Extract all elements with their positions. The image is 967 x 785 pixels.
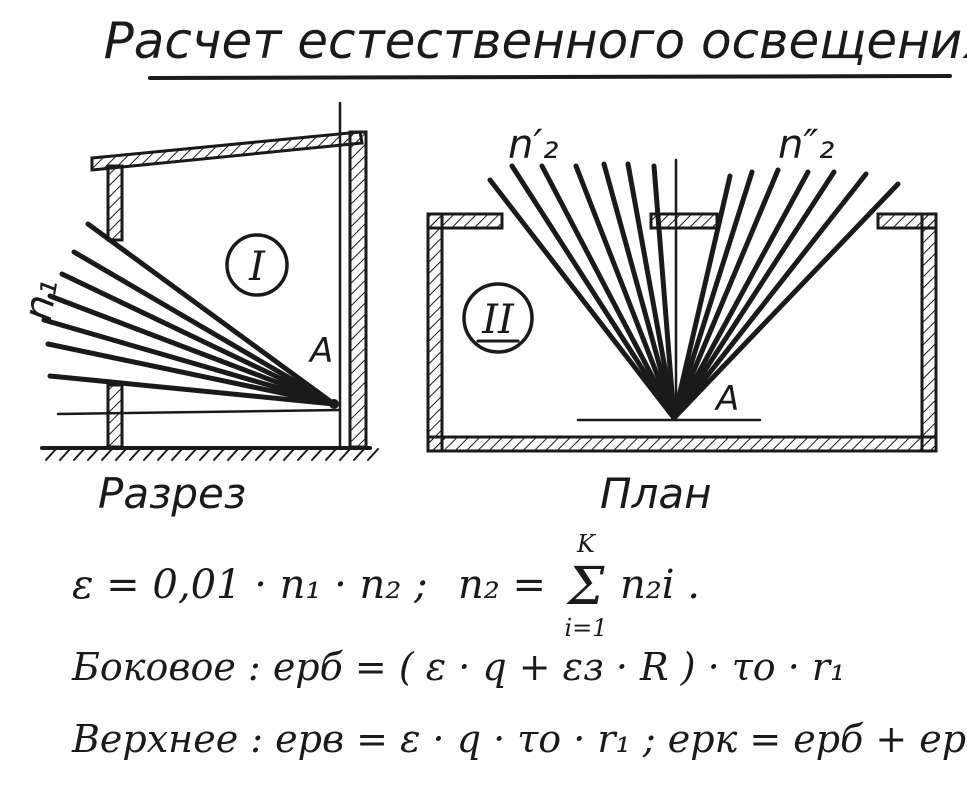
plan-room-circle: [462, 282, 534, 354]
right-wall: [348, 130, 368, 449]
section-room-number: I: [248, 244, 266, 290]
ground-hatch-tick: [185, 448, 197, 461]
formula-top-lighting: Верхнее : eрв = ε · q · τо · r₁ ; eрк = …: [71, 717, 967, 761]
left-wall-upper: [106, 164, 124, 242]
formula-illuminance-coefficient: ε = 0,01 · n₁ · n₂ ;: [72, 562, 428, 608]
plan-ray-right: [671, 181, 901, 421]
plan-drawing: II n′₂ n″₂ A: [426, 122, 938, 453]
plan-left-rays-label: n′₂: [508, 122, 558, 168]
plan-ray-right: [671, 173, 733, 421]
plan-ray-left: [625, 161, 677, 421]
section-ray: [47, 293, 337, 407]
ground-hatch-tick: [171, 448, 183, 461]
ground-hatch-tick: [311, 448, 323, 461]
ground-hatch-tick: [325, 448, 337, 461]
formula-sum-lower-limit: i=1: [564, 614, 607, 642]
plan-point-a-label: A: [714, 379, 739, 419]
plan-ray-right: [671, 167, 781, 421]
section-ray: [47, 373, 337, 407]
ground-hatch-tick: [297, 448, 309, 461]
plan-ray-left: [487, 177, 677, 421]
section-caption: Разрез: [98, 469, 246, 518]
left-wall-lower: [106, 383, 124, 449]
section-point-a-label: A: [308, 331, 333, 371]
formula-sum-sign: Σ: [566, 557, 605, 617]
section-ray: [71, 249, 337, 407]
plan-ray-right: [671, 169, 811, 421]
section-ray-fan: [41, 221, 337, 407]
plan-right-wall: [920, 212, 938, 453]
ground-hatch-tick: [45, 448, 57, 461]
ground-hatch-tick: [199, 448, 211, 461]
plan-ray-right: [671, 171, 869, 421]
section-ray: [41, 317, 337, 407]
ground-hatch-tick: [213, 448, 225, 461]
ground-hatch-tick: [115, 448, 127, 461]
section-drawing: I n₁ A: [15, 101, 379, 461]
ground-hatch-tick: [227, 448, 239, 461]
plan-bottom-wall: [426, 435, 938, 453]
plan-left-wall: [426, 212, 444, 453]
ground-hatch-tick: [353, 448, 365, 461]
formula-n2-lhs: n₂ =: [458, 562, 546, 608]
ground-hatch-tick: [143, 448, 155, 461]
plan-room-number: II: [481, 297, 515, 343]
ground-hatch-tick: [283, 448, 295, 461]
plan-ray-right: [671, 169, 755, 421]
section-ray: [45, 341, 337, 407]
section-point-a-dot: [329, 399, 339, 409]
plan-ray-left: [601, 161, 677, 421]
ground-hatch-tick: [87, 448, 99, 461]
ground-hatch-tick: [367, 448, 379, 461]
plan-ray-left: [573, 163, 677, 421]
plan-ray-left: [651, 163, 677, 421]
plan-top-wall-left: [426, 212, 504, 230]
ground-hatch-tick: [129, 448, 141, 461]
section-ray: [59, 271, 337, 407]
ground-hatch-tick: [73, 448, 85, 461]
plan-caption: План: [600, 469, 712, 518]
sheet-title: Расчет естественного освещения: [104, 12, 967, 70]
roof-slab: [90, 130, 364, 172]
ground-hatch-tick: [255, 448, 267, 461]
ground-hatching: [45, 448, 379, 461]
ground-hatch-tick: [339, 448, 351, 461]
formula-sum-term: n₂i .: [620, 562, 700, 608]
ground-hatch-tick: [269, 448, 281, 461]
working-plane-line: [56, 408, 342, 416]
section-ray: [85, 221, 337, 407]
plan-ray-fans: [487, 161, 901, 421]
section-ray-label: n₁: [15, 275, 67, 324]
plan-top-wall-middle: [649, 212, 719, 230]
ground-hatch-tick: [101, 448, 113, 461]
ground-hatch-tick: [59, 448, 71, 461]
formulas-block: ε = 0,01 · n₁ · n₂ ; n₂ = K Σ i=1 n₂i . …: [71, 530, 967, 761]
plan-ray-left: [509, 163, 677, 421]
formula-sum-upper-limit: K: [576, 530, 597, 558]
ground-hatch-tick: [241, 448, 253, 461]
plan-ray-right: [671, 169, 837, 421]
plan-right-rays-label: n″₂: [778, 122, 834, 168]
plan-top-wall-right: [876, 212, 938, 230]
title-underline: [148, 74, 952, 80]
plan-ray-left: [539, 163, 677, 421]
section-room-circle: [225, 233, 289, 297]
ground-hatch-tick: [157, 448, 169, 461]
formula-side-lighting: Боковое : eрб = ( ε · q + εз · R ) · τо …: [71, 645, 845, 689]
